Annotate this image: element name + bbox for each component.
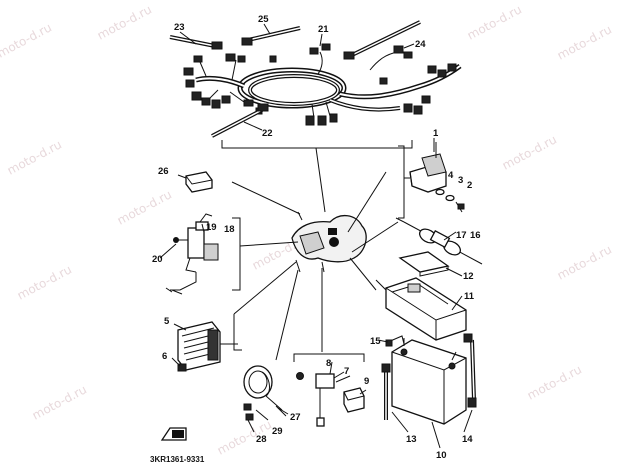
part-14-cable — [463, 333, 477, 408]
part-11-battery-cover — [375, 277, 467, 341]
callout-25: 25 — [258, 14, 269, 25]
callout-3: 3 — [458, 175, 463, 186]
callout-29: 29 — [272, 426, 283, 437]
cable-tie-23 — [169, 35, 223, 50]
part-27-horn — [243, 365, 289, 415]
callout-pointers — [159, 23, 473, 449]
watermark-text: moto-d.ru — [525, 362, 584, 402]
callout-16: 16 — [470, 230, 481, 241]
part-1-cdi-unit — [398, 142, 447, 219]
watermark-text: moto-d.ru — [5, 137, 64, 177]
callout-22: 22 — [262, 128, 273, 139]
regulator-bracket — [233, 314, 242, 351]
front-arrow-icon — [160, 427, 187, 441]
callout-11: 11 — [464, 291, 475, 302]
watermark-text: moto-d.ru — [0, 20, 54, 60]
part-5-rectifier-regulator — [173, 321, 238, 371]
callout-14: 14 — [462, 434, 473, 445]
cable-tie-22 — [211, 103, 269, 138]
part-6-bolt — [171, 357, 187, 372]
drawing-code: 3KR1361-9331 — [150, 455, 205, 464]
watermark-text: moto-d.ru — [500, 132, 559, 172]
watermark-text: moto-d.ru — [465, 2, 524, 42]
callout-27: 27 — [290, 412, 301, 423]
callout-5: 5 — [164, 316, 170, 327]
harness-connector-group-left — [183, 53, 254, 109]
harness-connector-group-right — [379, 45, 457, 115]
watermark-text: moto-d.ru — [30, 382, 89, 422]
cable-tie-24 — [343, 20, 421, 60]
harness-bracket — [221, 140, 413, 149]
callout-18: 18 — [224, 224, 235, 235]
callout-19: 19 — [206, 222, 217, 233]
callout-17: 17 — [456, 230, 467, 241]
harness-connector-group-top — [269, 43, 331, 63]
watermark-text: moto-d.ru — [555, 242, 614, 282]
part-8-bracket — [293, 353, 365, 362]
callout-24: 24 — [415, 39, 426, 50]
leader-line — [315, 147, 326, 213]
callout-4: 4 — [448, 170, 454, 181]
mounting-frame — [291, 211, 367, 273]
part-10-battery — [391, 338, 467, 425]
callout-labels: 23 25 21 24 22 26 1 4 3 2 18 19 20 17 16… — [150, 14, 481, 464]
watermark-text: moto-d.ru — [95, 2, 154, 42]
part-9-relay — [343, 387, 365, 413]
callout-15: 15 — [370, 336, 381, 347]
watermark-text: moto-d.ru — [555, 22, 614, 62]
callout-8: 8 — [326, 358, 331, 369]
callout-10: 10 — [436, 450, 447, 461]
callout-7: 7 — [344, 366, 349, 377]
callout-21: 21 — [318, 24, 329, 35]
cable-tie-25 — [241, 26, 301, 46]
callout-23: 23 — [174, 22, 185, 33]
callout-1: 1 — [433, 128, 439, 139]
watermark-text: moto-d.ru — [115, 187, 174, 227]
part-15-band — [385, 335, 405, 347]
callout-2: 2 — [467, 180, 472, 191]
wire-harness — [195, 51, 462, 119]
part-28-29-fasteners — [243, 403, 269, 433]
part-18-switch-assembly — [165, 213, 241, 295]
callout-6: 6 — [162, 351, 167, 362]
callout-26: 26 — [158, 166, 169, 177]
part-26-relay — [177, 171, 213, 193]
callout-20: 20 — [152, 254, 163, 265]
callout-13: 13 — [406, 434, 417, 445]
part-2-3-4-bolt-set — [435, 188, 465, 213]
callout-28: 28 — [256, 434, 267, 445]
part-12-pad — [398, 251, 450, 277]
leader-lines — [231, 171, 399, 361]
callout-12: 12 — [463, 271, 474, 282]
callout-9: 9 — [364, 376, 369, 387]
part-13-cable — [381, 363, 391, 420]
part-7-flasher-relay — [296, 371, 345, 427]
watermark-text: moto-d.ru — [15, 262, 74, 302]
part-16-fuse-holder — [395, 217, 483, 265]
